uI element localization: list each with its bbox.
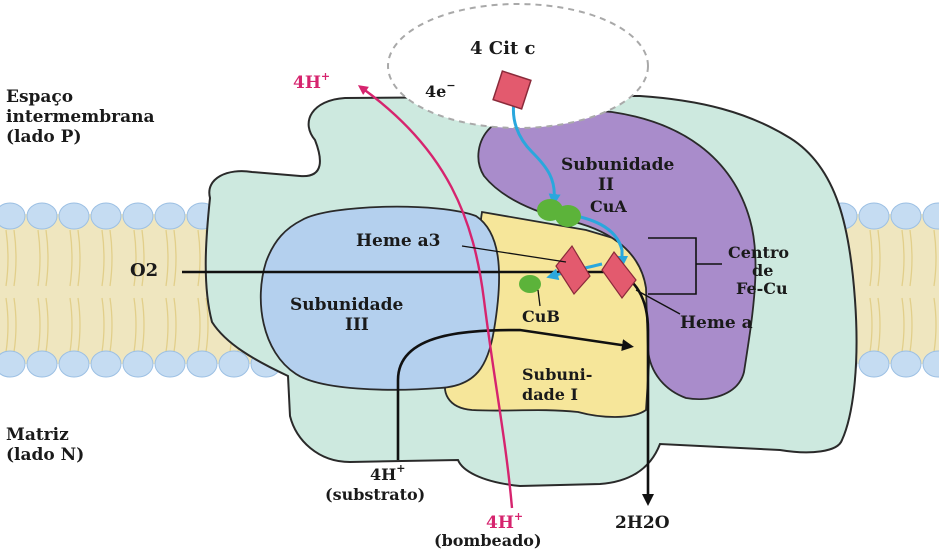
pumped-protons-label: 4H+ (486, 510, 523, 533)
subunit-ii-label-1: Subunidade (561, 155, 674, 175)
lipid-head (59, 351, 89, 377)
pumped-out-protons-label: 4H+ (293, 70, 330, 93)
lipid-head (91, 351, 121, 377)
lipid-head (123, 351, 153, 377)
matrix-label-1: Matriz (6, 425, 69, 445)
fe-cu-center-label-2: de (752, 261, 773, 280)
fe-cu-center-label-3: Fe-Cu (736, 279, 788, 298)
lipid-head (0, 351, 25, 377)
lipid-head (59, 203, 89, 229)
cit-c-label: 4 Cit c (470, 38, 536, 59)
lipid-head (27, 351, 57, 377)
ims-label-3: (lado P) (6, 127, 82, 147)
subunit-i-label-1: Subuni- (522, 365, 592, 384)
ims-label-1: Espaço (6, 87, 73, 107)
lipid-head (859, 203, 889, 229)
cu-b-label: CuB (522, 307, 560, 326)
cytochrome-c-zone (388, 4, 648, 128)
lipid-head (859, 351, 889, 377)
lipid-head (891, 351, 921, 377)
water-label: 2H2O (615, 513, 670, 533)
o2-label: O2 (130, 260, 158, 281)
matrix-label-2: (lado N) (6, 445, 84, 465)
lipid-head (891, 203, 921, 229)
lipid-head (155, 351, 185, 377)
cu-a-label: CuA (590, 197, 627, 216)
substrate-note: (substrato) (325, 485, 425, 504)
lipid-head (91, 203, 121, 229)
lipid-head (123, 203, 153, 229)
ims-label-2: intermembrana (6, 107, 154, 127)
cu-a-atom-2 (555, 205, 581, 227)
subunit-iii-label-1: Subunidade (290, 295, 403, 315)
subunit-i-label-2: dade I (522, 385, 578, 404)
subunit-iii-label-2: III (345, 315, 369, 335)
substrate-protons-label: 4H+ (370, 462, 405, 484)
lipid-head (27, 203, 57, 229)
lipid-head (155, 203, 185, 229)
fe-cu-center-label-1: Centro (728, 243, 789, 262)
heme-a-label: Heme a (680, 313, 753, 333)
heme-a3-label: Heme a3 (356, 231, 440, 251)
lipid-head (0, 203, 25, 229)
pumped-note: (bombeado) (434, 531, 542, 550)
lipid-head (219, 351, 249, 377)
lipid-head (187, 351, 217, 377)
subunit-ii-label-2: II (598, 175, 614, 195)
